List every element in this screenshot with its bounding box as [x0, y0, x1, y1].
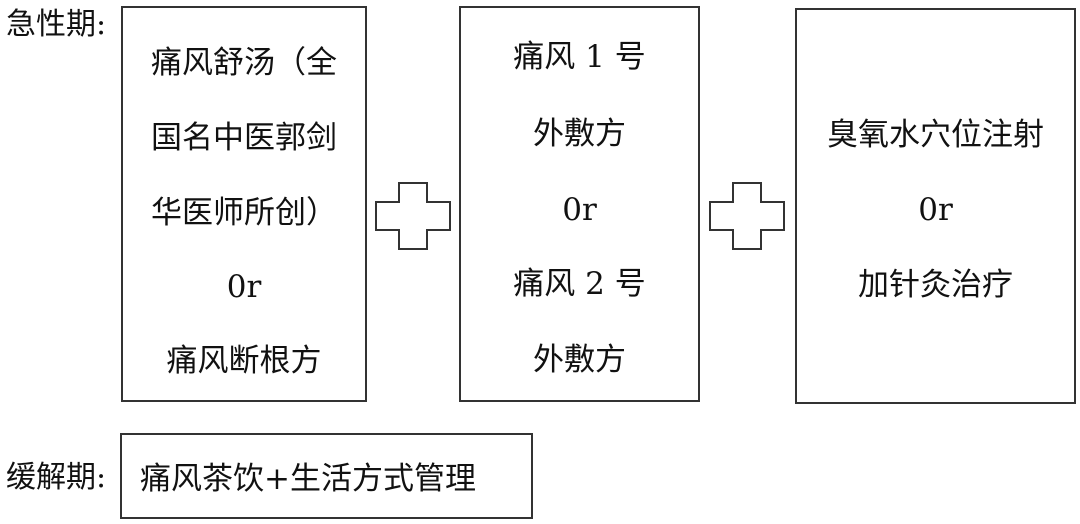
box1-line-2: 国名中医郭剑: [151, 120, 337, 156]
remission-box-text: 痛风茶饮+生活方式管理: [140, 461, 476, 497]
box1-line-3: 华医师所创）: [151, 195, 337, 231]
box1-line-5: 痛风断根方: [166, 343, 322, 379]
box2-line-5: 外敷方: [533, 342, 626, 378]
remission-box: 痛风茶饮+生活方式管理: [120, 433, 533, 519]
box2-line-2: 外敷方: [533, 116, 626, 152]
acute-box-2: 痛风 1 号 外敷方 0r 痛风 2 号 外敷方: [459, 6, 700, 402]
box3-line-1: 臭氧水穴位注射: [827, 117, 1044, 153]
box2-or: 0r: [562, 192, 597, 228]
acute-box-1: 痛风舒汤（全 国名中医郭剑 华医师所创） 0r 痛风断根方: [121, 6, 367, 402]
acute-stage-label: 急性期:: [6, 7, 107, 42]
box2-line-1: 痛风 1 号: [513, 39, 646, 75]
remission-stage-label: 缓解期:: [6, 460, 107, 495]
box1-line-1: 痛风舒汤（全: [151, 45, 337, 81]
box1-or: 0r: [226, 269, 262, 305]
box3-line-3: 加针灸治疗: [858, 267, 1013, 303]
acute-box-3: 臭氧水穴位注射 0r 加针灸治疗: [795, 8, 1076, 404]
box3-or: 0r: [918, 192, 953, 228]
plus-outline-icon: [375, 182, 451, 250]
box2-line-4: 痛风 2 号: [513, 266, 646, 302]
plus-outline-icon: [709, 182, 785, 250]
